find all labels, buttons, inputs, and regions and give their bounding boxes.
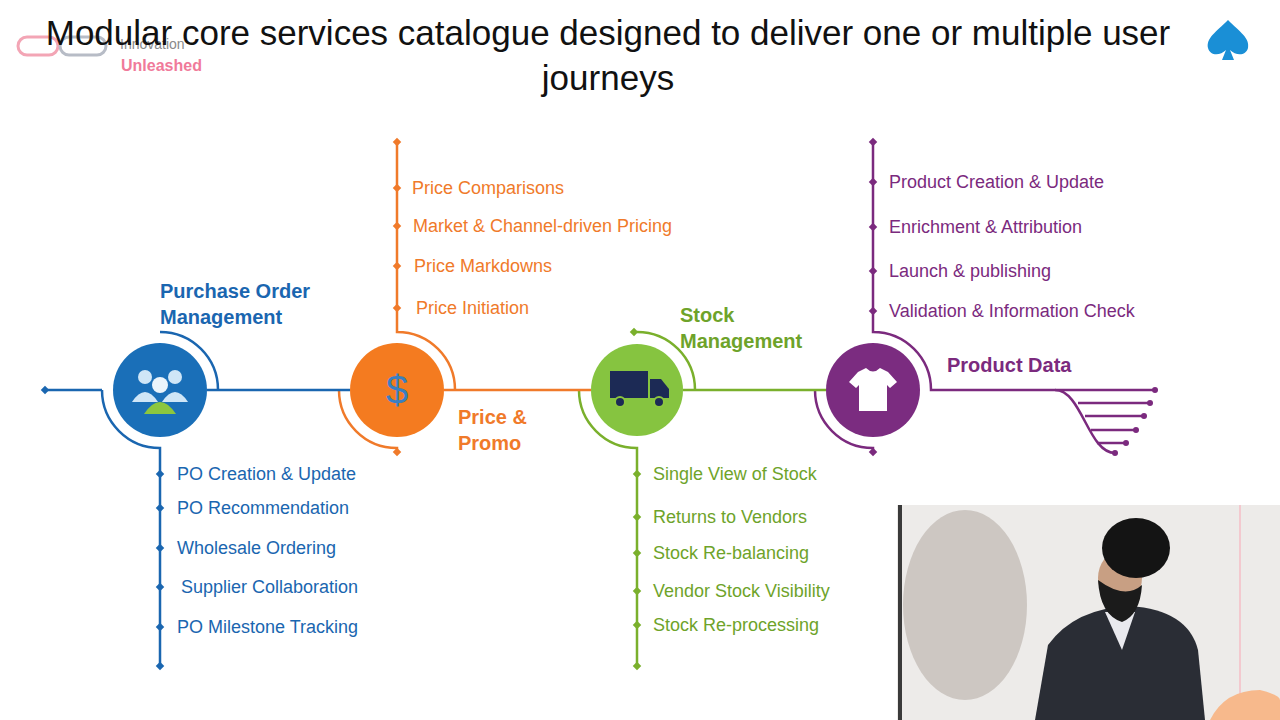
circle-symbol: $ <box>350 343 444 437</box>
service-circle: Stock Management <box>591 344 683 436</box>
truck-wheel <box>654 397 664 407</box>
diamond-marker <box>633 470 641 478</box>
diamond-marker <box>630 328 638 336</box>
diamond-marker <box>156 583 164 591</box>
turban <box>1102 518 1170 578</box>
service-circle: $Price & Promo <box>350 343 444 437</box>
service-heading: Product Data <box>947 352 1147 378</box>
diamond-marker <box>393 304 401 312</box>
person-head <box>152 377 168 393</box>
diamond-marker <box>869 138 877 146</box>
spade-logo <box>1208 20 1249 60</box>
service-item: Price Markdowns <box>414 255 552 277</box>
service-item: Price Initiation <box>416 297 529 319</box>
truck-wheel <box>615 397 625 407</box>
logo-text: Unleashed <box>121 56 202 76</box>
fan-dot <box>1152 387 1158 393</box>
service-circle: Purchase Order Management <box>113 343 207 437</box>
service-item: Supplier Collaboration <box>181 576 358 598</box>
diamond-marker <box>156 623 164 631</box>
shadow <box>903 510 1027 700</box>
person-body <box>132 392 158 402</box>
diamond-marker <box>633 621 641 629</box>
service-item: Market & Channel-driven Pricing <box>413 215 672 237</box>
people-icon <box>132 370 188 414</box>
suit <box>1035 606 1205 720</box>
diamond-marker <box>156 544 164 552</box>
fan-line <box>1078 402 1150 405</box>
service-item: Single View of Stock <box>653 463 817 485</box>
person-body <box>144 402 176 414</box>
fan-dot <box>1133 427 1139 433</box>
fan-dot <box>1112 450 1118 456</box>
diamond-marker <box>869 267 877 275</box>
service-item: PO Milestone Tracking <box>177 616 358 638</box>
truck-cab <box>650 379 669 398</box>
diamond-marker <box>869 307 877 315</box>
truck-body <box>610 371 648 398</box>
diamond-marker <box>393 262 401 270</box>
service-item: Price Comparisons <box>412 177 564 199</box>
purple-track <box>815 142 1155 453</box>
person-head <box>168 370 182 384</box>
diamond-marker <box>393 448 401 456</box>
diamond-marker <box>393 184 401 192</box>
service-item: Vendor Stock Visibility <box>653 580 830 602</box>
diamond-marker <box>41 386 49 394</box>
beard <box>1098 580 1142 622</box>
diamond-marker <box>156 470 164 478</box>
service-item: Enrichment & Attribution <box>889 216 1082 238</box>
track-connector <box>444 389 591 392</box>
diamond-marker <box>156 504 164 512</box>
diamond-marker <box>393 222 401 230</box>
service-heading: Purchase Order Management <box>160 278 360 330</box>
diamond-marker <box>633 587 641 595</box>
fan-line <box>1091 429 1136 432</box>
diamond-marker <box>633 549 641 557</box>
presenter-photo <box>897 505 1280 720</box>
diamond-marker <box>869 448 877 456</box>
track-arc <box>873 142 1155 390</box>
track-connector <box>207 389 350 392</box>
person-body <box>162 392 188 402</box>
fan-line <box>1085 415 1144 418</box>
service-item: Product Creation & Update <box>889 171 1104 193</box>
truck-icon <box>610 371 669 407</box>
fan-dot <box>1141 413 1147 419</box>
track-line <box>45 389 102 392</box>
pole <box>898 505 902 720</box>
projected-shape <box>1210 690 1280 720</box>
fan-dot <box>1123 440 1129 446</box>
projected-line <box>1239 505 1241 720</box>
diamond-marker <box>869 178 877 186</box>
track-connector <box>683 389 826 392</box>
fan-dot <box>1147 400 1153 406</box>
diamond-marker <box>633 662 641 670</box>
service-item: Stock Re-processing <box>653 614 819 636</box>
service-item: Validation & Information Check <box>889 300 1135 322</box>
fan-line <box>1097 442 1126 445</box>
diamond-marker <box>393 138 401 146</box>
service-item: PO Creation & Update <box>177 463 356 485</box>
photo-background <box>897 505 1280 720</box>
service-circle: Product Data <box>826 343 920 437</box>
service-item: PO Recommendation <box>177 497 349 519</box>
service-heading: Price & Promo <box>458 404 558 456</box>
service-item: Wholesale Ordering <box>177 537 336 559</box>
diamond-marker <box>869 223 877 231</box>
service-heading: Stock Management <box>680 302 840 354</box>
diamond-marker <box>633 513 641 521</box>
service-item: Returns to Vendors <box>653 506 807 528</box>
service-item: Stock Re-balancing <box>653 542 809 564</box>
shirt-icon <box>849 368 897 411</box>
slide-title: Modular core services catalogue designed… <box>43 10 1173 100</box>
diamond-marker <box>156 662 164 670</box>
person-head <box>138 370 152 384</box>
service-item: Launch & publishing <box>889 260 1051 282</box>
